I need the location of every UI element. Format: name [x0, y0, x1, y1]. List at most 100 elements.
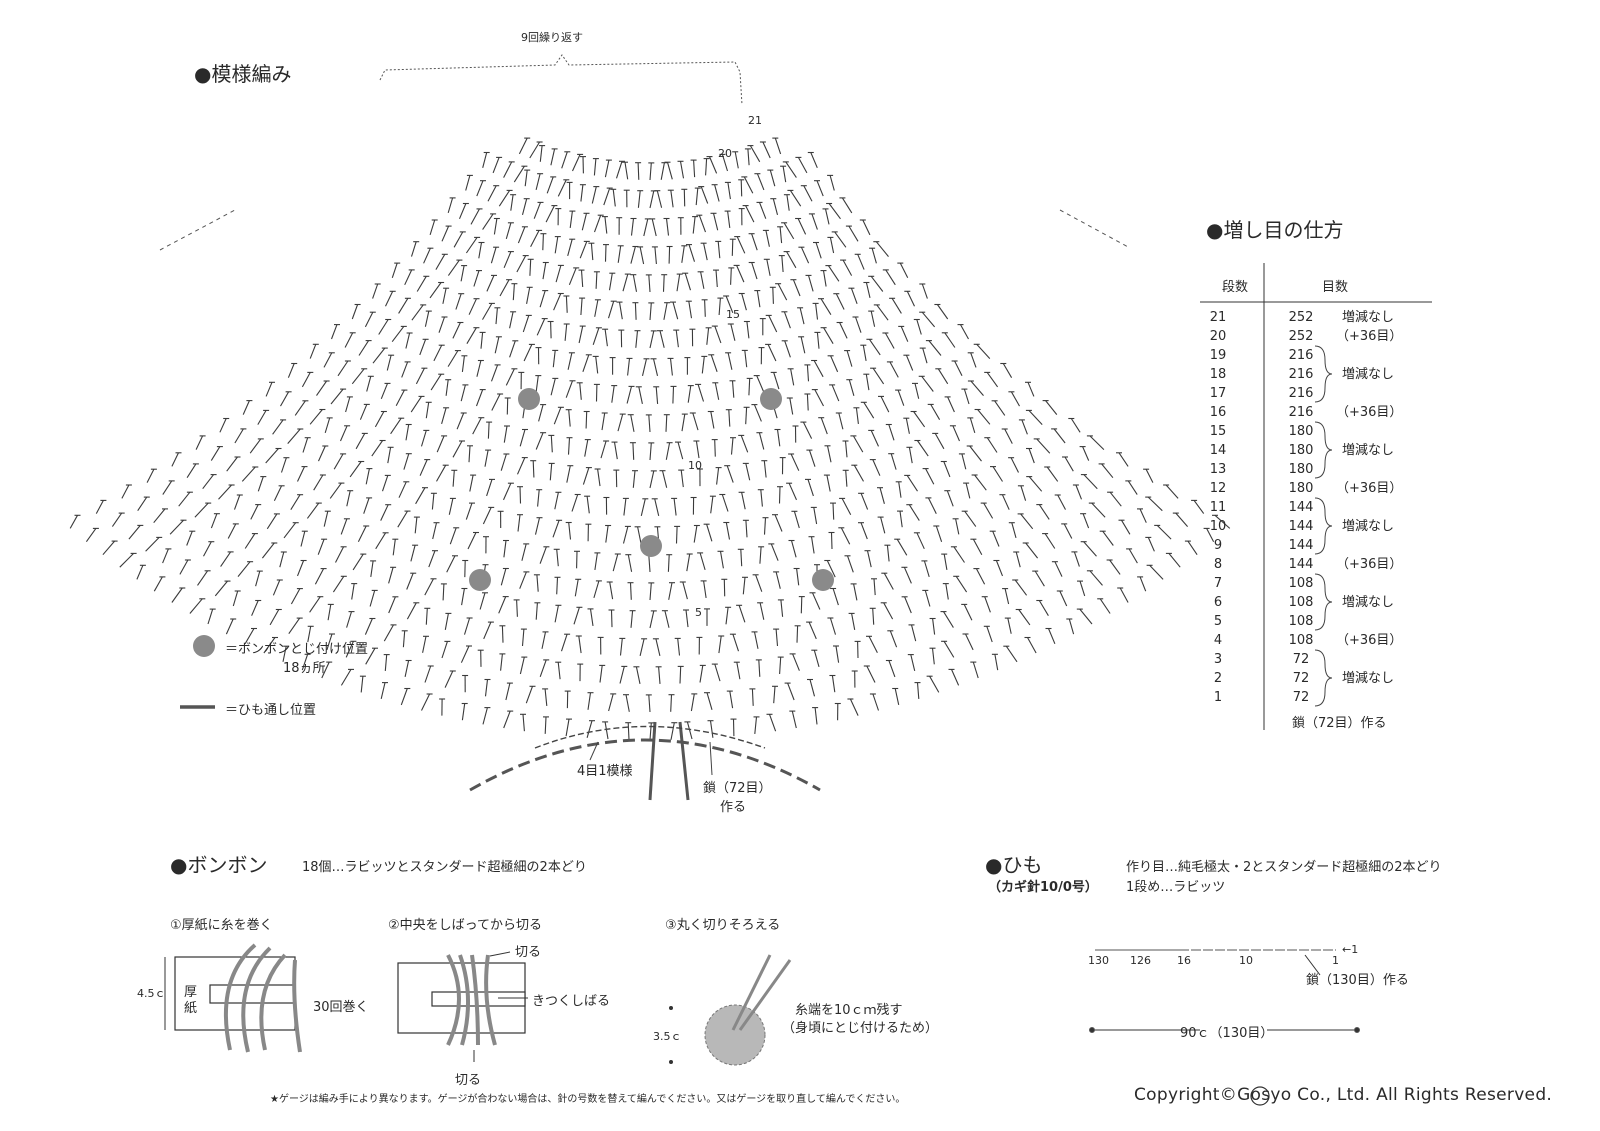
stitch-symbol	[406, 572, 414, 590]
stitch-symbol	[524, 170, 528, 187]
stitch-symbol	[490, 247, 497, 264]
stitch-symbol	[983, 502, 994, 519]
stitch-symbol	[447, 350, 459, 367]
stitch-symbol	[829, 175, 835, 191]
col-stitches-header: 目数	[1322, 280, 1349, 295]
stitch-symbol	[549, 463, 553, 481]
stitch-symbol	[773, 372, 780, 390]
stitch-symbol	[625, 694, 630, 712]
cord-path	[469, 738, 821, 792]
table-braces	[1314, 345, 1333, 707]
stitch-symbol	[542, 262, 547, 280]
stitch-symbol	[95, 500, 104, 514]
stitch-symbol	[269, 609, 280, 626]
stitch-symbol	[519, 571, 527, 589]
stitch-count-cell: 216	[1288, 348, 1314, 363]
stitch-count-cell: 144	[1288, 500, 1314, 515]
stitch-symbol	[1101, 463, 1114, 479]
stitch-symbol	[456, 412, 465, 430]
stitch-symbol	[502, 482, 512, 501]
stitch-symbol	[560, 634, 568, 652]
stitch-symbol	[290, 588, 301, 605]
stitch-symbol	[296, 560, 305, 577]
stitch-symbol	[751, 262, 758, 280]
stitch-symbol	[186, 463, 197, 478]
base-chain	[534, 725, 766, 749]
stitch-symbol	[447, 197, 454, 214]
stitch-symbol	[905, 354, 914, 371]
stitch-symbol	[1073, 551, 1080, 567]
increase-title: ●増し目の仕方	[1206, 218, 1344, 242]
stitch-chart	[69, 137, 1231, 741]
stitch-symbol	[1121, 519, 1131, 535]
stitch-symbol	[500, 568, 507, 586]
stitch-symbol	[827, 265, 840, 282]
stitch-symbol	[721, 494, 729, 512]
stitch-symbol	[237, 561, 251, 577]
stitch-symbol	[865, 282, 871, 299]
stitch-symbol	[381, 475, 389, 492]
stitch-symbol	[612, 189, 616, 207]
stitch-symbol	[776, 429, 781, 447]
stitch-symbol	[754, 716, 758, 734]
stitch-symbol	[249, 438, 262, 454]
stitch-symbol	[860, 522, 868, 540]
stitch-symbol	[726, 465, 734, 483]
stitch-symbol	[251, 600, 259, 616]
cord-length: 90ｃ（130目）	[1180, 1026, 1274, 1041]
chain-label-2: 作る	[720, 800, 747, 815]
stitch-symbol	[898, 481, 902, 498]
stitch-symbol	[745, 463, 751, 481]
stitch-symbol	[899, 262, 909, 279]
stitch-symbol	[704, 299, 706, 317]
stitch-symbol	[741, 293, 747, 311]
stitch-symbol	[349, 461, 362, 478]
stitch-symbol	[792, 653, 800, 671]
stitch-symbol	[1010, 391, 1020, 407]
stitch-symbol	[700, 186, 709, 204]
stitch-symbol	[300, 531, 306, 547]
stitch-symbol	[111, 512, 123, 527]
stitch-symbol	[423, 247, 431, 264]
stitch-symbol	[736, 236, 746, 254]
stitch-symbol	[658, 666, 661, 684]
stitch-symbol	[608, 273, 613, 291]
stitch-symbol	[779, 657, 782, 675]
stitch-symbol	[257, 476, 264, 492]
stitch-count-cell: 180	[1288, 481, 1314, 496]
stitch-symbol	[523, 344, 533, 362]
stitch-symbol	[699, 552, 706, 571]
stitch-symbol	[643, 218, 649, 237]
stitch-symbol	[706, 524, 713, 542]
stitch-symbol	[452, 440, 463, 458]
stitch-symbol	[667, 554, 670, 572]
stitch-symbol	[398, 298, 409, 314]
stitch-symbol	[903, 567, 912, 584]
stitch-symbol	[648, 274, 651, 293]
motif-label: 4目1模様	[577, 764, 633, 779]
stitch-symbol	[517, 514, 521, 532]
stitch-symbol	[970, 380, 984, 396]
stitch-symbol	[736, 662, 741, 680]
dim-label-1: 4.5ｃ	[137, 987, 166, 1000]
stitch-symbol	[438, 316, 446, 333]
stitch-symbol	[521, 629, 525, 647]
stitch-symbol	[472, 417, 482, 435]
stitch-symbol	[468, 298, 477, 315]
stitch-symbol	[1015, 551, 1021, 568]
stitch-symbol	[823, 327, 834, 344]
stitch-symbol	[102, 540, 116, 556]
stitch-symbol	[665, 414, 668, 432]
stitch-symbol	[1099, 598, 1111, 614]
row-number-cell: 17	[1209, 386, 1227, 401]
stitch-symbol	[330, 388, 344, 405]
note-cell: 増減なし	[1342, 367, 1395, 382]
stitch-symbol	[868, 636, 878, 654]
stitch-symbol	[963, 604, 973, 621]
stitch-symbol	[904, 596, 912, 614]
stitch-symbol	[772, 287, 774, 304]
cord-num: 126	[1130, 954, 1151, 967]
stitch-symbol	[654, 246, 657, 265]
stitch-symbol	[607, 301, 615, 319]
stitch-symbol	[758, 202, 767, 219]
